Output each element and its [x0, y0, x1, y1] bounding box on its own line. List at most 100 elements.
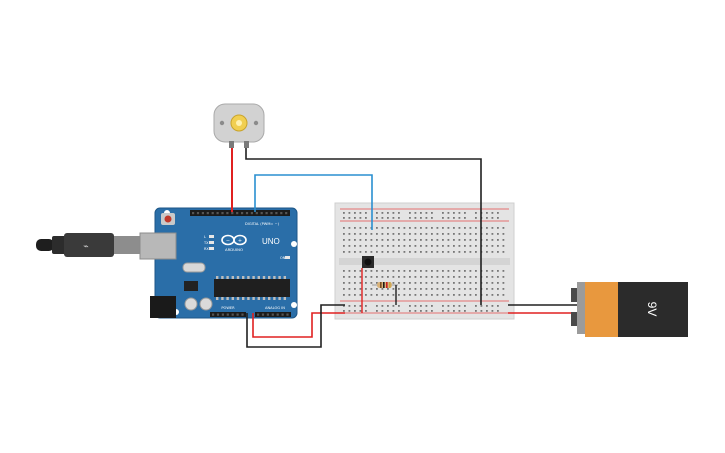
breadboard-hole — [398, 305, 400, 307]
motor-screw — [219, 120, 225, 126]
breadboard-center-channel — [339, 258, 510, 265]
breadboard-hole — [409, 310, 411, 312]
breadboard-hole — [442, 310, 444, 312]
header-pin — [286, 313, 289, 316]
breadboard-hole — [464, 245, 466, 247]
breadboard-hole — [491, 245, 494, 247]
breadboard-hole — [442, 276, 444, 278]
breadboard-hole — [414, 227, 417, 229]
breadboard-hole — [354, 288, 356, 290]
breadboard-hole — [464, 217, 466, 219]
breadboard-hole — [458, 282, 461, 284]
breadboard-hole — [431, 233, 433, 235]
breadboard-hole — [458, 310, 461, 312]
wires — [231, 148, 577, 348]
breadboard-hole — [453, 310, 455, 312]
breadboard-hole — [431, 276, 433, 278]
breadboard-hole — [486, 227, 488, 229]
usb-cable[interactable]: ⌁ — [36, 233, 140, 257]
breadboard-hole — [425, 239, 428, 241]
breadboard-hole — [376, 217, 378, 219]
breadboard-hole — [469, 276, 472, 278]
breadboard-hole — [431, 251, 433, 253]
breadboard-hole — [398, 270, 400, 272]
breadboard-hole — [436, 276, 439, 278]
breadboard-hole — [431, 217, 433, 219]
dc-motor[interactable] — [213, 103, 265, 148]
header-pin — [275, 212, 278, 215]
chip-pin — [283, 297, 286, 300]
chip-pin — [252, 297, 255, 300]
wire-gnd-black[interactable] — [246, 304, 345, 348]
breadboard-hole — [365, 239, 367, 241]
breadboard-hole — [420, 276, 422, 278]
breadboard-hole — [425, 227, 428, 229]
breadboard-hole — [491, 233, 494, 235]
chip-pin — [257, 297, 260, 300]
wire-signal-blue[interactable] — [254, 174, 373, 230]
breadboard-hole — [381, 270, 384, 272]
breadboard-hole — [447, 282, 450, 284]
breadboard-hole — [354, 276, 356, 278]
header-pin — [231, 313, 234, 316]
breadboard-hole — [491, 212, 494, 214]
breadboard-hole — [431, 294, 433, 296]
push-button[interactable] — [362, 256, 374, 268]
battery-9v[interactable]: 9V — [571, 282, 688, 337]
breadboard-hole — [387, 212, 389, 214]
wire-motor-black[interactable] — [245, 148, 482, 305]
breadboard-hole — [486, 239, 488, 241]
chip-pin — [242, 297, 245, 300]
breadboard-hole — [453, 294, 455, 296]
breadboard-hole — [420, 217, 422, 219]
breadboard-hole — [453, 305, 455, 307]
battery-cap — [577, 282, 585, 334]
breadboard-hole — [486, 212, 488, 214]
breadboard-hole — [359, 212, 362, 214]
breadboard-hole — [420, 245, 422, 247]
breadboard-hole — [403, 251, 406, 253]
breadboard-hole — [354, 227, 356, 229]
breadboard-hole — [420, 282, 422, 284]
breadboard-hole — [414, 288, 417, 290]
resistor[interactable] — [372, 282, 398, 288]
arduino-uno[interactable]: DIGITAL (PWM= ~) − + UNO ARDUINO L TX RX… — [139, 207, 298, 319]
breadboard-hole — [497, 239, 499, 241]
breadboard-hole — [414, 245, 417, 247]
led-on — [285, 256, 290, 259]
breadboard-hole — [469, 270, 472, 272]
breadboard-hole — [453, 270, 455, 272]
breadboard-hole — [354, 239, 356, 241]
breadboard-hole — [409, 276, 411, 278]
breadboard-hole — [398, 212, 400, 214]
breadboard-hole — [469, 282, 472, 284]
breadboard-hole — [502, 282, 505, 284]
breadboard-hole — [502, 270, 505, 272]
motor-terminal — [229, 141, 234, 148]
breadboard-hole — [453, 239, 455, 241]
breadboard-hole — [442, 239, 444, 241]
breadboard-hole — [343, 227, 345, 229]
breadboard-hole — [398, 239, 400, 241]
chip-pin — [283, 276, 286, 279]
breadboard-hole — [502, 294, 505, 296]
breadboard-hole — [409, 233, 411, 235]
breadboard-hole — [376, 251, 378, 253]
header-pin — [270, 212, 273, 215]
breadboard-hole — [436, 239, 439, 241]
breadboard-hole — [425, 212, 428, 214]
breadboard-hole — [464, 227, 466, 229]
wire-5v-red[interactable] — [252, 312, 345, 338]
breadboard-hole — [392, 294, 395, 296]
breadboard-hole — [447, 270, 450, 272]
breadboard-hole — [392, 270, 395, 272]
breadboard-hole — [453, 251, 455, 253]
breadboard-hole — [370, 251, 373, 253]
breadboard-hole — [381, 288, 384, 290]
breadboard-hole — [464, 310, 466, 312]
breadboard-hole — [497, 245, 499, 247]
breadboard-hole — [453, 227, 455, 229]
breadboard-hole — [491, 310, 494, 312]
chip-pin — [247, 297, 250, 300]
breadboard-hole — [343, 217, 345, 219]
